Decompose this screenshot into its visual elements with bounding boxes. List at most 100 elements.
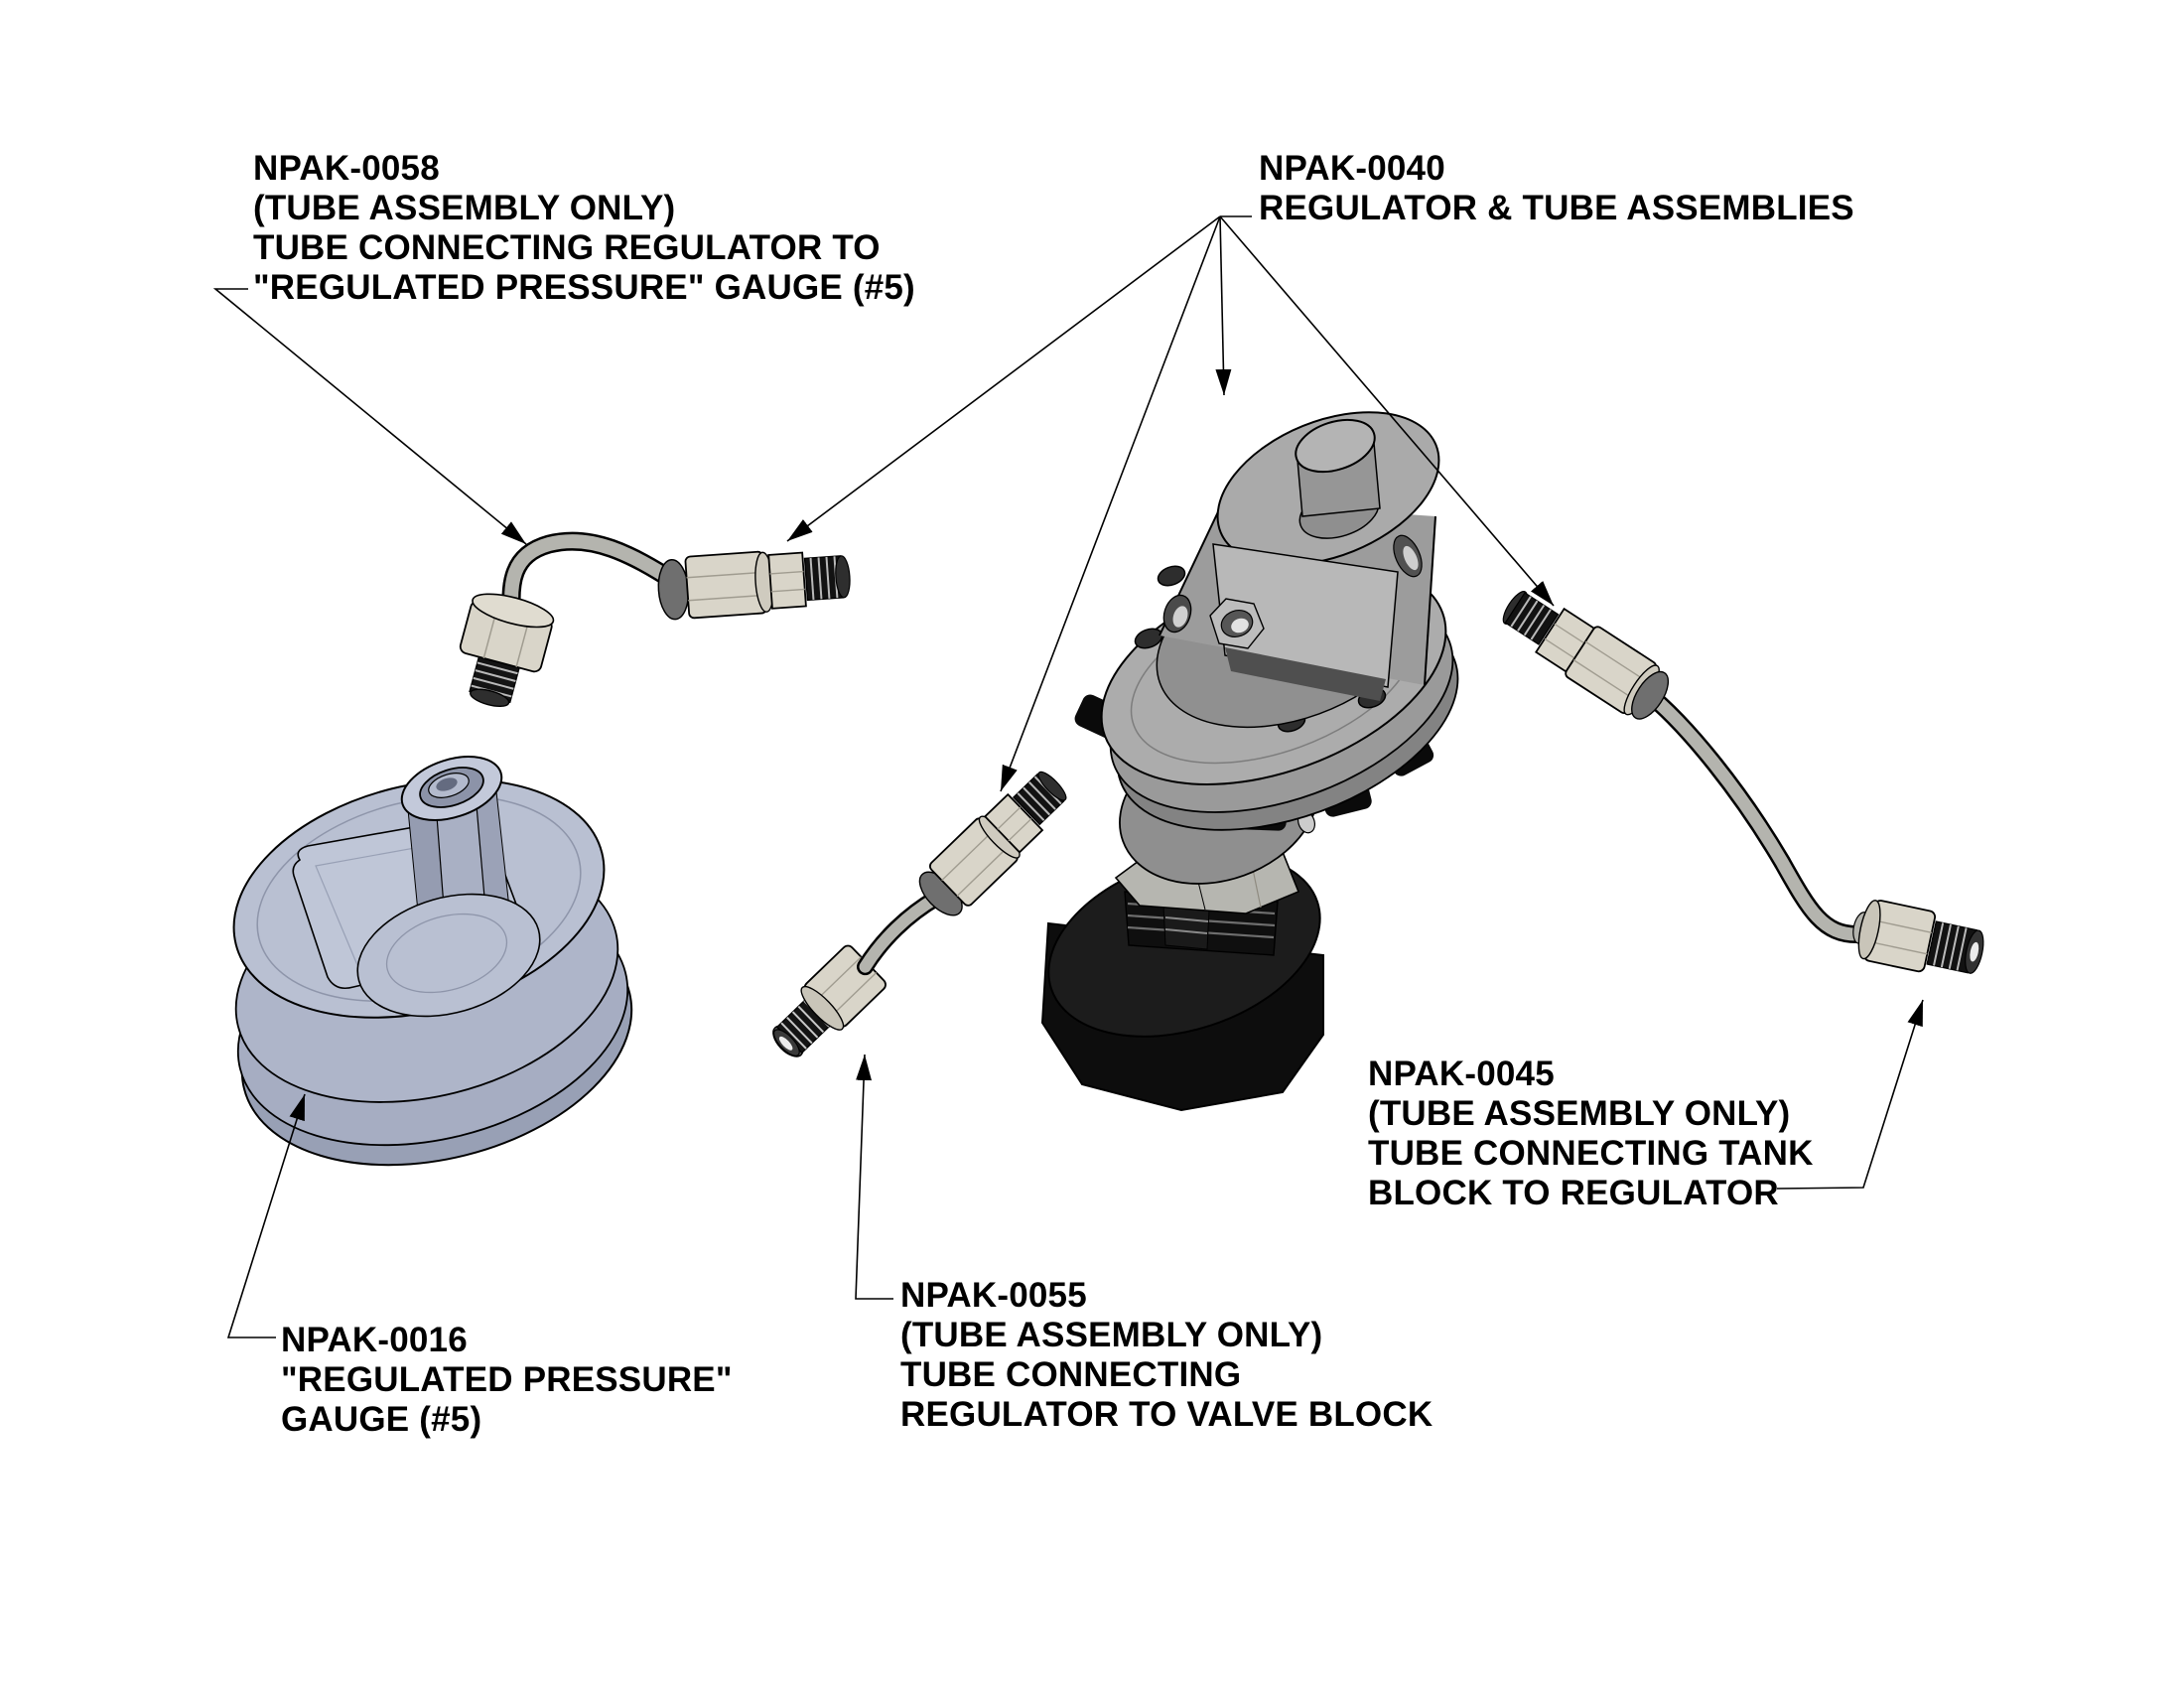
port-hex-center bbox=[1231, 618, 1249, 633]
flange-bolt-hole bbox=[1157, 565, 1186, 587]
coupling-hex-small-0058 bbox=[767, 551, 807, 610]
part-description: "REGULATED PRESSURE" GAUGE (#5) bbox=[253, 268, 915, 307]
part-number: NPAK-0045 bbox=[1368, 1055, 1555, 1093]
top-boss-face bbox=[1295, 418, 1376, 474]
drawing-geometry bbox=[1530, 609, 1552, 640]
drawing-geometry bbox=[941, 830, 994, 882]
drawing-geometry bbox=[1023, 786, 1051, 816]
part-note: (TUBE ASSEMBLY ONLY) bbox=[900, 1316, 1323, 1354]
drawing-geometry bbox=[1027, 781, 1056, 810]
drawing-geometry bbox=[475, 669, 516, 682]
tube-assembly-npak-0045 bbox=[1502, 591, 1984, 974]
drawing-geometry bbox=[769, 570, 804, 575]
leader-npak-0058 bbox=[212, 288, 527, 545]
drawing-geometry bbox=[1008, 818, 1032, 842]
leader-npak-0040-to-0058 bbox=[786, 215, 1221, 542]
leader-npak-0040-to-regulator bbox=[1215, 215, 1232, 396]
part-description: TUBE CONNECTING TANK bbox=[1368, 1134, 1814, 1173]
elbow-fitting-0058 bbox=[459, 593, 555, 708]
drawing-geometry bbox=[1940, 923, 1952, 968]
callout-npak-0040: NPAK-0040 REGULATOR & TUBE ASSEMBLIES bbox=[1259, 149, 1854, 228]
drawing-geometry bbox=[956, 845, 1010, 897]
callout-npak-0045: NPAK-0045 (TUBE ASSEMBLY ONLY) TUBE CONN… bbox=[1368, 1055, 1814, 1213]
tube-0058 bbox=[504, 534, 682, 633]
drawing-geometry bbox=[1948, 925, 1960, 969]
drawing-geometry bbox=[688, 594, 766, 602]
neck-stub bbox=[1162, 905, 1210, 950]
drawing-geometry bbox=[770, 588, 805, 593]
elbow-hex-cap-0055 bbox=[800, 985, 845, 1031]
stud-tip-center-0055 bbox=[778, 1036, 793, 1051]
threads-tip-center-0045 bbox=[1970, 941, 1979, 962]
drawing-geometry bbox=[1164, 928, 1208, 934]
threads-tip-0055 bbox=[1037, 771, 1067, 801]
drawing-geometry bbox=[830, 972, 878, 1018]
drawing-geometry bbox=[477, 661, 518, 675]
leader-npak-0016 bbox=[226, 1093, 306, 1338]
drawing-geometry bbox=[1517, 600, 1539, 632]
drawing-geometry bbox=[1956, 927, 1968, 971]
drawing-geometry bbox=[1933, 922, 1945, 966]
gauge-npak-0016 bbox=[232, 756, 633, 1167]
callout-npak-0058: NPAK-0058 (TUBE ASSEMBLY ONLY) TUBE CONN… bbox=[253, 149, 915, 308]
leader-npak-0040-to-0055 bbox=[1000, 215, 1221, 792]
elbow-hex-cap-0058 bbox=[472, 593, 555, 629]
drawing-geometry bbox=[814, 956, 862, 1002]
tube-0045 bbox=[1638, 684, 1865, 941]
drawing-geometry bbox=[1554, 623, 1585, 644]
part-number: NPAK-0040 bbox=[1259, 149, 1445, 188]
callout-npak-0055: NPAK-0055 (TUBE ASSEMBLY ONLY) TUBE CONN… bbox=[900, 1276, 1433, 1435]
tube-0055 bbox=[859, 892, 943, 973]
coupling-hex-large-0058 bbox=[684, 550, 767, 620]
port-left-inner bbox=[1172, 606, 1188, 628]
drawing-geometry bbox=[1572, 659, 1636, 701]
elbow-fitting-0045 bbox=[1852, 900, 1984, 974]
part-number: NPAK-0058 bbox=[253, 149, 440, 188]
threads-tip-0058 bbox=[835, 555, 851, 599]
leader-lines bbox=[212, 215, 1924, 1338]
drawing-geometry bbox=[1584, 640, 1648, 683]
part-description: TUBE CONNECTING bbox=[900, 1355, 1242, 1394]
part-description: REGULATOR & TUBE ASSEMBLIES bbox=[1259, 189, 1854, 227]
gauge-boss-inner bbox=[385, 913, 508, 994]
coupling-0045 bbox=[1502, 591, 1670, 720]
drawing-geometry bbox=[1523, 604, 1546, 636]
washer-0045 bbox=[1631, 670, 1670, 720]
gauge-boss bbox=[356, 893, 541, 1018]
drawing-geometry bbox=[786, 1016, 813, 1045]
tube-assembly-npak-0055 bbox=[772, 771, 1067, 1057]
part-description: TUBE CONNECTING REGULATOR TO bbox=[253, 228, 881, 267]
part-description: "REGULATED PRESSURE" bbox=[281, 1360, 733, 1399]
drawing-geometry bbox=[1164, 916, 1209, 922]
part-description: REGULATOR TO VALVE BLOCK bbox=[900, 1395, 1433, 1434]
drawing-geometry bbox=[686, 571, 764, 579]
drawing-geometry bbox=[1424, 515, 1436, 686]
drawing-geometry bbox=[997, 806, 1022, 830]
drawing-geometry bbox=[797, 1005, 825, 1034]
part-description: GAUGE (#5) bbox=[281, 1400, 482, 1439]
leader-npak-0040-to-0045 bbox=[1219, 215, 1555, 607]
elbow-stud-tip-0058 bbox=[470, 688, 510, 708]
regulator-npak-0040 bbox=[1040, 411, 1459, 1112]
part-note: (TUBE ASSEMBLY ONLY) bbox=[1368, 1094, 1791, 1133]
drawing-geometry bbox=[1866, 940, 1928, 955]
part-number: NPAK-0016 bbox=[281, 1321, 468, 1359]
drawing-geometry bbox=[825, 556, 831, 599]
leader-npak-0045 bbox=[1776, 999, 1924, 1190]
coupling-0058 bbox=[657, 550, 851, 621]
part-description: BLOCK TO REGULATOR bbox=[1368, 1174, 1779, 1212]
body-face-shadow bbox=[1225, 647, 1386, 701]
drawing-geometry bbox=[473, 676, 514, 690]
part-note: (TUBE ASSEMBLY ONLY) bbox=[253, 189, 676, 227]
drawing-geometry bbox=[809, 557, 815, 600]
elbow-hex-cap-0045 bbox=[1857, 900, 1881, 960]
drawing-geometry bbox=[1017, 792, 1045, 821]
part-number: NPAK-0055 bbox=[900, 1276, 1087, 1315]
gauge-stem-hole bbox=[436, 777, 458, 791]
tube-assembly-npak-0058 bbox=[459, 531, 851, 708]
drawing-geometry bbox=[1544, 637, 1575, 659]
drawing-geometry bbox=[780, 1022, 807, 1050]
drawing-geometry bbox=[791, 1011, 819, 1039]
